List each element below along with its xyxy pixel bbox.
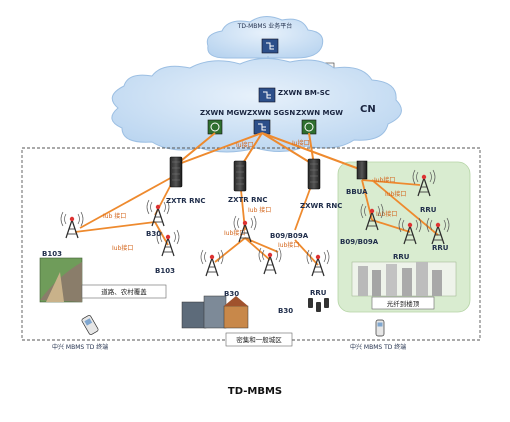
station-b09-center: B09/B09A [270,232,309,240]
tower-b30-center-icon [200,249,224,277]
station-rru-right-top: RRU [420,206,437,214]
iub-label-2: Iub接口 [112,244,133,252]
rural-area-box [81,284,167,299]
station-b30-bottom: B30 [278,307,293,315]
terminal-right-icon [375,319,385,337]
iub-label-7: Iub接口 [376,210,397,218]
station-b30-center: B30 [224,290,239,298]
station-b09-right: B09/B09A [340,238,379,246]
iub-label-4: Iub接口 [278,241,299,249]
platform-title: TD-MBMS 业务平台 [237,22,293,30]
platform-server-icon [261,38,279,54]
iub-label-1: Iub 接口 [103,212,126,220]
iub-label-8: Iub接口 [224,229,245,237]
bmsc-label: ZXWN BM-SC [278,89,330,97]
rnc-left-icon [169,156,183,188]
core-network-cloud [111,58,402,153]
mgw-right-icon [301,119,317,135]
fiber-area-label: 光纤到楼顶 [387,299,420,308]
urban-scene-image [181,295,249,329]
terminal-left-icon [81,315,99,335]
iub-label-5: Iub接口 [374,176,395,184]
mgw-left-icon [207,119,223,135]
tower-rru-center-icon [306,249,330,277]
platform-cloud [206,16,324,59]
sgsn-label: ZXWN SGSN [247,109,295,117]
phones-cluster-icon [308,298,329,312]
urban-area-label: 密集和一般城区 [236,335,282,344]
iub-label-6: Iub接口 [385,190,406,198]
rnc-middle-label: ZXTR RNC [228,196,267,204]
terminal-left-label: 中兴 MBMS TD 终端 [52,343,108,351]
iu-label-2: Iu接口 [292,139,310,147]
urban-area-box [225,332,293,347]
fiber-area-box [371,296,435,310]
figure-caption: TD-MBMS [228,386,282,397]
rnc-middle-icon [233,160,247,192]
rnc-right-icon [307,158,321,190]
rnc-left-label: ZXTR RNC [166,197,205,205]
rnc-right-label: ZXWR RNC [300,202,342,210]
station-b30-left: B30 [146,230,161,238]
bbua-label: BBUA [346,188,368,196]
iu-label-1: Iu接口 [236,141,254,149]
bmsc-server-icon [258,87,276,103]
mgw-right-label: ZXWN MGW [296,109,343,117]
terminal-right-label: 中兴 MBMS TD 终端 [350,343,406,351]
iub-label-3: Iub 接口 [248,206,271,214]
station-b103-mid: B103 [155,267,175,275]
station-rru-right-low: RRU [432,244,449,252]
tower-b103-left-icon [60,211,84,239]
rural-area-label: 道路、农村覆盖 [101,287,147,296]
station-rru-center: RRU [310,289,327,297]
bbua-icon [356,160,368,180]
mgw-left-label: ZXWN MGW [200,109,247,117]
cn-label: CN [360,104,376,115]
rural-scene-image [39,257,83,303]
fiber-buildings-image [351,261,457,297]
station-rru-right-mid: RRU [393,253,410,261]
station-b103-left: B103 [42,250,62,258]
sgsn-icon [253,119,271,135]
